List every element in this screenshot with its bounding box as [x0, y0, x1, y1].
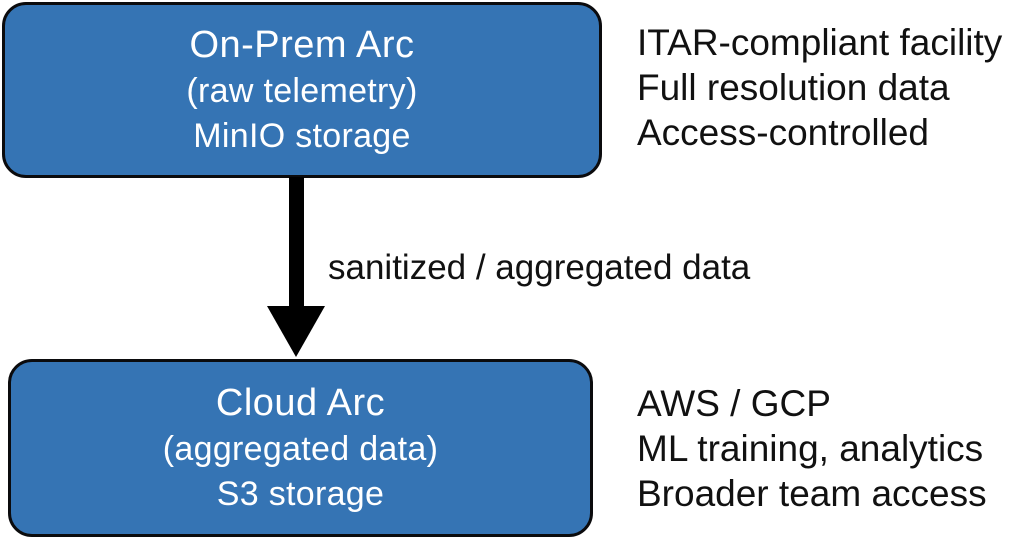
- node-on-prem-arc: On-Prem Arc (raw telemetry) MinIO storag…: [2, 2, 602, 178]
- annotation-line: AWS / GCP: [637, 383, 831, 424]
- annotation-line: Broader team access: [637, 473, 987, 514]
- node-cloud-title: Cloud Arc: [215, 382, 386, 424]
- node-cloud-subtitle-2: S3 storage: [216, 475, 385, 513]
- node-on-prem-title: On-Prem Arc: [189, 24, 415, 66]
- annotations-cloud: AWS / GCP ML training, analytics Broader…: [637, 381, 987, 516]
- annotation-line: Full resolution data: [637, 67, 950, 108]
- annotations-on-prem: ITAR-compliant facility Full resolution …: [637, 20, 1002, 155]
- node-cloud-subtitle-1: (aggregated data): [162, 430, 439, 468]
- node-on-prem-subtitle-1: (raw telemetry): [186, 72, 418, 110]
- annotation-line: Access-controlled: [637, 112, 930, 153]
- flow-arrow-label: sanitized / aggregated data: [328, 248, 751, 287]
- node-on-prem-subtitle-2: MinIO storage: [193, 117, 411, 155]
- annotation-line: ITAR-compliant facility: [637, 22, 1003, 63]
- annotation-line: ML training, analytics: [637, 428, 984, 469]
- node-cloud-arc: Cloud Arc (aggregated data) S3 storage: [8, 359, 593, 537]
- flow-arrow-stem: [289, 177, 304, 310]
- flow-arrow-head-icon: [267, 306, 325, 357]
